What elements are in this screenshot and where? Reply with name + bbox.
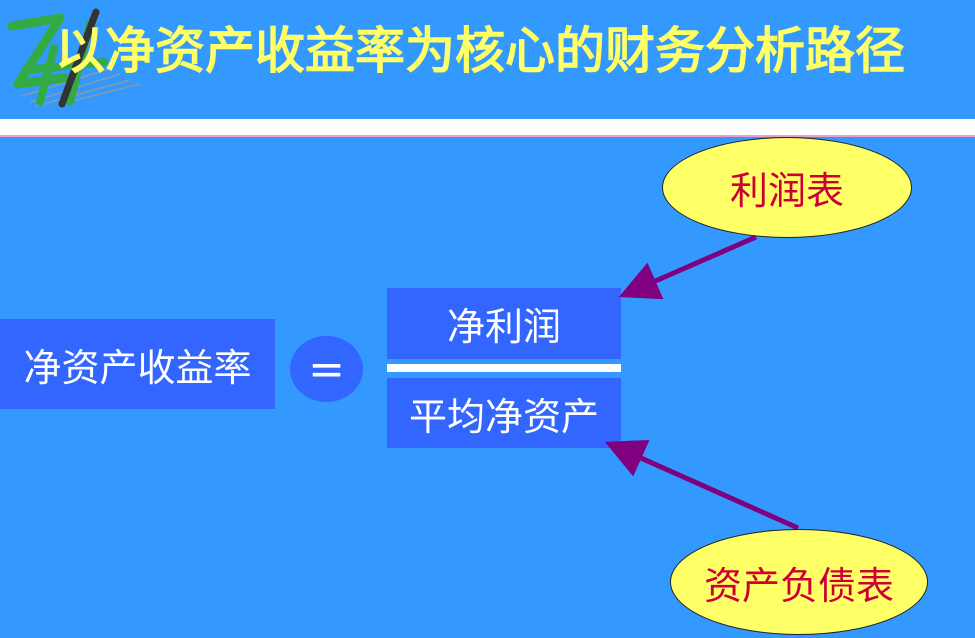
denominator-box: 平均净资产: [387, 378, 621, 448]
equals-sign: =: [290, 336, 363, 402]
balance-arrow: [604, 439, 800, 531]
slide-title: 以净资产收益率为核心的财务分析路径: [55, 22, 905, 80]
roe-box: 净资产收益率: [0, 319, 275, 409]
logo-icon: [7, 8, 141, 108]
fraction-line: [387, 364, 621, 372]
income-arrow: [618, 234, 758, 300]
title-divider-accent: [0, 135, 975, 137]
income-statement-ellipse: 利润表: [662, 137, 912, 238]
numerator-box: 净利润: [387, 288, 621, 359]
balance-sheet-ellipse: 资产负债表: [670, 529, 928, 635]
title-divider: [0, 119, 975, 135]
